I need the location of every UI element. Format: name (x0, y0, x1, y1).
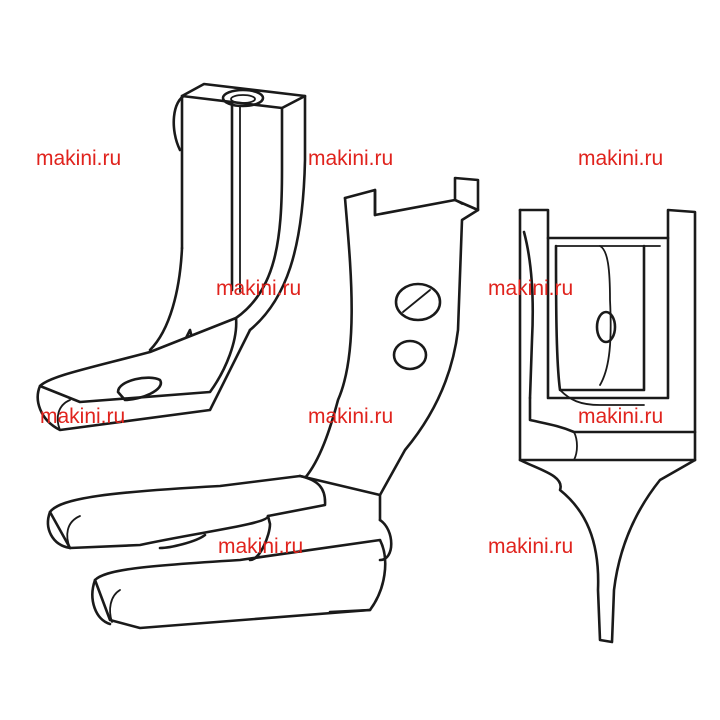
front-view-presser-foot (518, 208, 697, 644)
lower-presser-foot (46, 176, 480, 630)
upper-presser-foot (36, 82, 307, 432)
